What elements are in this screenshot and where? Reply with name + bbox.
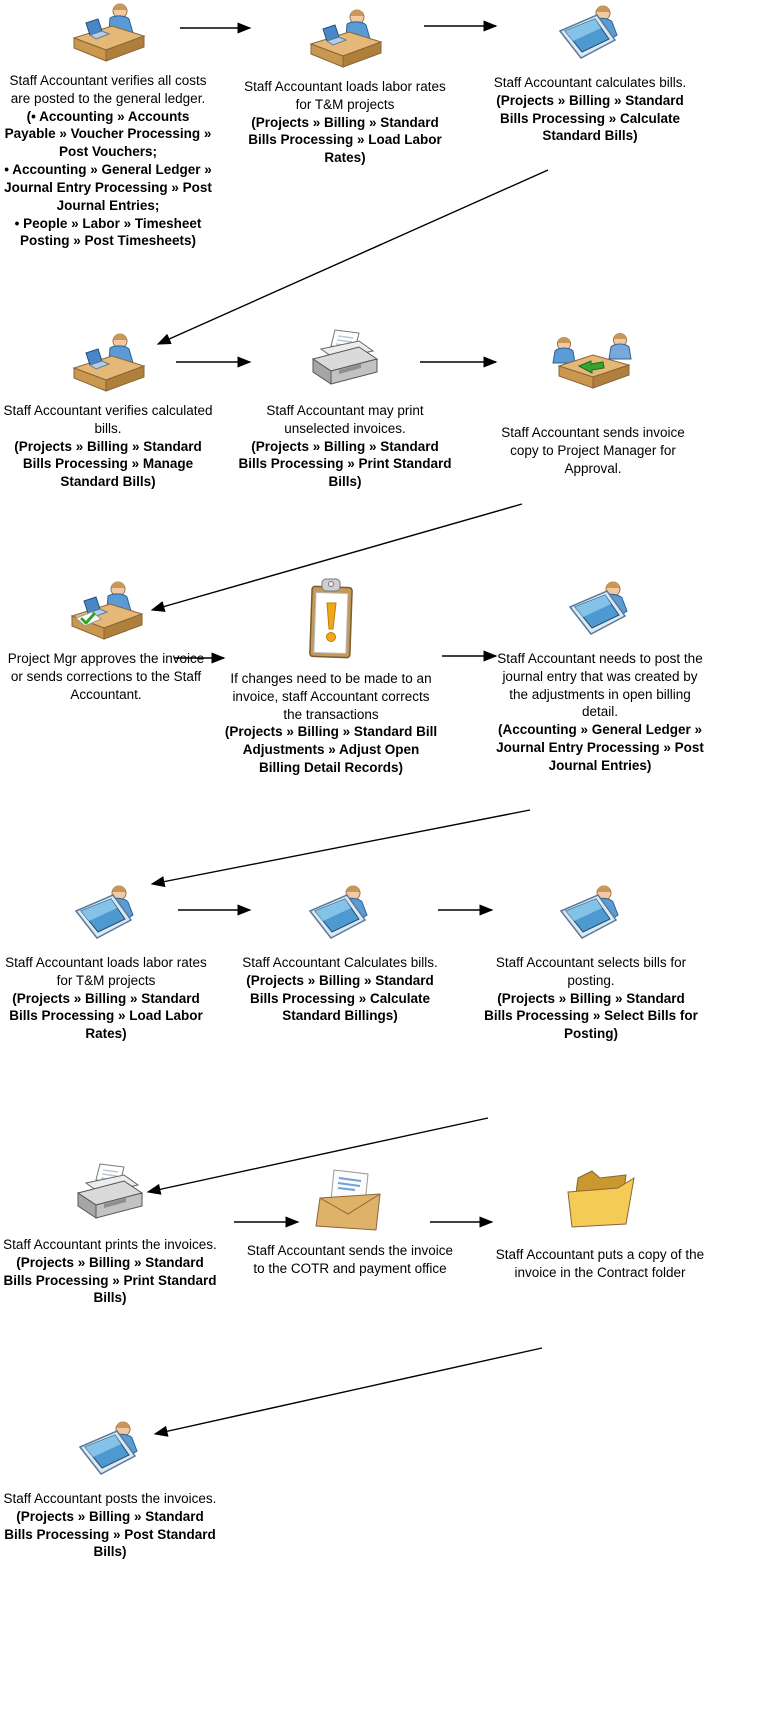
node-select-bills-for-posting: Staff Accountant selects bills for posti… [482, 882, 700, 1043]
node-menu-path: (Projects » Billing » Standard Bills Pro… [4, 1508, 216, 1560]
node-verify-costs-posted: Staff Accountant verifies all costs are … [0, 0, 216, 250]
node-description: Staff Accountant posts the invoices. [3, 1491, 217, 1506]
node-menu-path: (Projects » Billing » Standard Bills Pro… [238, 438, 452, 490]
person-at-desk-icon [70, 0, 146, 64]
node-menu-path: (Accounting » General Ledger » Journal E… [496, 722, 704, 773]
node-description: If changes need to be made to an invoice… [230, 671, 432, 722]
node-description: Staff Accountant loads labor rates for T… [244, 79, 446, 112]
node-calculate-bills: Staff Accountant calculates bills. (Proj… [482, 2, 698, 145]
node-menu-path: (Projects » Billing » Standard Bills Pro… [14, 438, 202, 490]
clipboard-alert-icon [302, 576, 360, 662]
node-description: Staff Accountant puts a copy of the invo… [495, 1247, 705, 1280]
person-at-computer-icon [564, 578, 636, 642]
person-at-computer-icon [74, 1418, 146, 1482]
flow-arrow-wrap [150, 503, 523, 612]
flow-arrow-wrap [150, 809, 531, 888]
envelope-icon [314, 1166, 386, 1234]
node-load-labor-rates-2: Staff Accountant loads labor rates for T… [0, 882, 212, 1043]
node-correct-transactions: If changes need to be made to an invoice… [222, 576, 440, 777]
flow-arrow-wrap [146, 1117, 489, 1195]
two-people-meeting-icon [551, 330, 635, 394]
node-post-journal-entry: Staff Accountant needs to post the journ… [492, 578, 708, 775]
node-description: Staff Accountant Calculates bills. [242, 955, 438, 970]
folder-icon [562, 1166, 638, 1230]
node-description: Staff Accountant verifies calculated bil… [3, 403, 213, 436]
node-description: Project Mgr approves the invoice or send… [7, 651, 205, 702]
node-description: Staff Accountant loads labor rates for T… [5, 955, 207, 988]
node-description: Staff Accountant calculates bills. [493, 75, 687, 90]
node-menu-path: (• Accounting » Accounts Payable » Vouch… [4, 108, 212, 249]
node-menu-path: (Projects » Billing » Standard Bills Pro… [496, 92, 684, 144]
person-at-computer-icon [70, 882, 142, 946]
node-description: Staff Accountant verifies all costs are … [9, 73, 207, 106]
node-description: Staff Accountant sends invoice copy to P… [501, 425, 685, 476]
printer-icon [70, 1162, 150, 1228]
node-description: Staff Accountant may print unselected in… [266, 403, 424, 436]
person-at-computer-icon [555, 882, 627, 946]
flow-arrow-wrap [156, 169, 549, 345]
person-at-computer-icon [554, 2, 626, 66]
node-send-invoice-to-cotr: Staff Accountant sends the invoice to th… [242, 1166, 458, 1278]
node-description: Staff Accountant prints the invoices. [3, 1237, 217, 1252]
node-verify-calculated-bills: Staff Accountant verifies calculated bil… [0, 330, 216, 491]
node-post-invoices: Staff Accountant posts the invoices. (Pr… [2, 1418, 218, 1561]
flow-arrow-wrap [153, 1347, 543, 1437]
node-menu-path: (Projects » Billing » Standard Bills Pro… [3, 1254, 217, 1306]
node-menu-path: (Projects » Billing » Standard Bills Pro… [484, 990, 698, 1042]
node-print-invoices: Staff Accountant prints the invoices. (P… [2, 1162, 218, 1307]
node-pm-approves-invoice: Project Mgr approves the invoice or send… [0, 578, 212, 703]
person-at-computer-icon [304, 882, 376, 946]
node-file-invoice-copy: Staff Accountant puts a copy of the invo… [492, 1166, 708, 1282]
node-description: Staff Accountant selects bills for posti… [495, 955, 687, 988]
node-print-unselected-invoices: Staff Accountant may print unselected in… [237, 328, 453, 491]
printer-icon [305, 328, 385, 394]
person-at-desk-check-icon [68, 578, 144, 642]
node-calculate-bills-2: Staff Accountant Calculates bills. (Proj… [232, 882, 448, 1025]
node-description: Staff Accountant needs to post the journ… [497, 651, 703, 720]
node-menu-path: (Projects » Billing » Standard Bills Pro… [246, 972, 434, 1024]
node-menu-path: (Projects » Billing » Standard Bills Pro… [9, 990, 203, 1042]
node-menu-path: (Projects » Billing » Standard Bill Adju… [224, 724, 438, 776]
node-load-labor-rates: Staff Accountant loads labor rates for T… [237, 6, 453, 167]
node-description: Staff Accountant sends the invoice to th… [246, 1243, 454, 1276]
person-at-desk-icon [70, 330, 146, 394]
person-at-desk-icon [307, 6, 383, 70]
node-menu-path: (Projects » Billing » Standard Bills Pro… [248, 114, 442, 166]
node-send-invoice-copy-to-pm: Staff Accountant sends invoice copy to P… [487, 330, 699, 477]
